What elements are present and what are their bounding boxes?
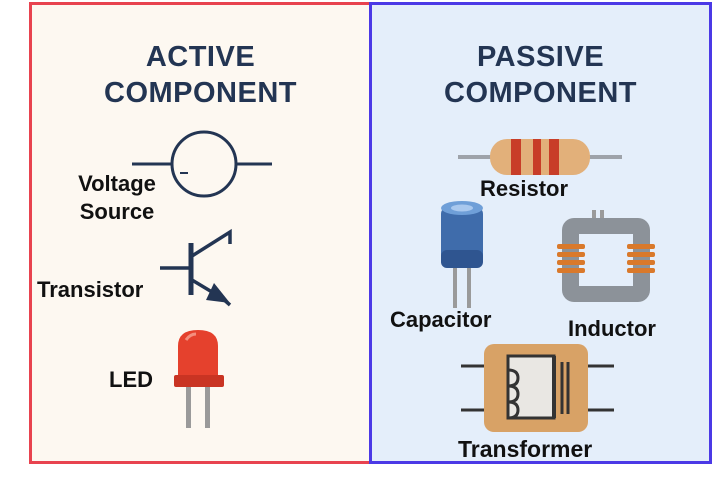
resistor-label: Resistor <box>480 176 569 201</box>
voltage-source-label-line1: Voltage <box>78 171 156 196</box>
transistor-label: Transistor <box>37 277 144 302</box>
transformer-icon <box>461 344 614 432</box>
voltage-source-label-line2: Source <box>79 199 155 224</box>
transistor-icon <box>160 228 232 307</box>
led-label: LED <box>109 367 153 392</box>
active-title: ACTIVE COMPONENT <box>32 39 369 111</box>
inductor-label: Inductor <box>568 316 656 341</box>
voltage-source-label: Voltage Source <box>64 170 170 226</box>
resistor-icon <box>458 139 622 175</box>
capacitor-icon <box>441 201 483 308</box>
active-title-line1: ACTIVE <box>145 41 256 73</box>
capacitor-label: Capacitor <box>390 307 492 332</box>
passive-title-line2: COMPONENT <box>444 77 637 109</box>
active-title-line2: COMPONENT <box>104 77 297 109</box>
passive-title: PASSIVE COMPONENT <box>372 39 709 111</box>
voltage-source-icon <box>132 130 272 198</box>
inductor-icon <box>557 210 655 302</box>
passive-title-line1: PASSIVE <box>476 41 605 73</box>
led-icon <box>174 330 224 428</box>
transformer-label: Transformer <box>458 436 593 462</box>
